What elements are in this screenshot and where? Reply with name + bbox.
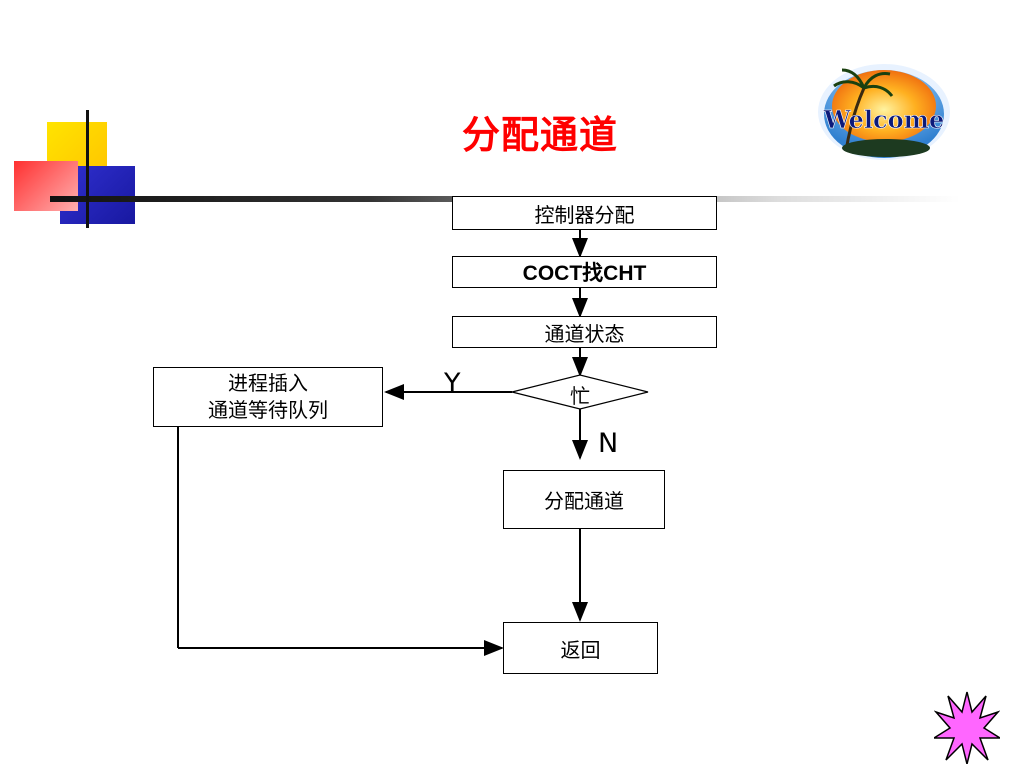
step-wait-queue: 进程插入 通道等待队列 (153, 367, 383, 427)
wait-line-2: 通道等待队列 (208, 398, 328, 422)
step-controller-allocate: 控制器分配 (452, 196, 717, 230)
decision-diamond (511, 374, 649, 410)
deco-red-square (14, 161, 78, 211)
no-label: N (598, 428, 619, 459)
header-vertical-bar (86, 110, 89, 228)
slide-title: 分配通道 (461, 113, 618, 157)
wait-line-1: 进程插入 (228, 371, 308, 395)
step-allocate-channel: 分配通道 (503, 470, 665, 529)
yes-label: Y (444, 368, 461, 399)
decision-label: 忙 (570, 384, 590, 408)
starburst-icon (934, 691, 1000, 764)
step-coct-find-cht: COCT找CHT (452, 256, 717, 288)
welcome-text: Welcome (823, 105, 945, 134)
welcome-badge: Welcome (818, 64, 950, 160)
step-channel-status: 通道状态 (452, 316, 717, 348)
step-return: 返回 (503, 622, 658, 674)
